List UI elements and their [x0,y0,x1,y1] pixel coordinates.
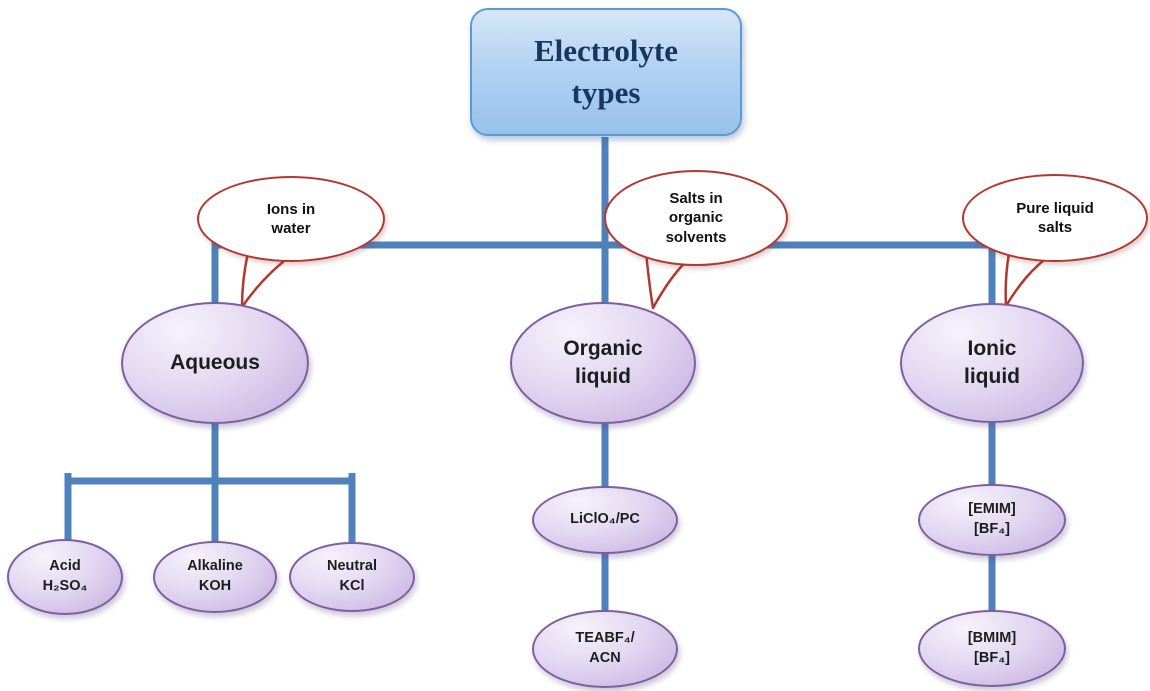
node-liclo4-pc: LiClO₄/PC [532,486,678,554]
callout-ions-in-water: Ions in water [197,176,385,262]
node-neutral-kcl: Neutral KCl [289,542,415,612]
callout-salts-in-organic-solvents: Salts in organic solvents [604,170,788,266]
node-teabf4-acn: TEABF₄/ ACN [532,610,678,688]
node-ionic-liquid: Ionic liquid [900,303,1084,423]
node-aqueous: Aqueous [121,302,309,424]
callout-pure-liquid-salts: Pure liquid salts [962,174,1148,262]
node-acid-h2so4: Acid H₂SO₄ [7,539,123,615]
root-node-electrolyte-types: Electrolyte types [470,8,742,136]
node-alkaline-koh: Alkaline KOH [153,541,277,613]
node-emim-bf4: [EMIM] [BF₄] [918,484,1066,556]
node-organic-liquid: Organic liquid [510,302,696,424]
node-bmim-bf4: [BMIM] [BF₄] [918,610,1066,687]
